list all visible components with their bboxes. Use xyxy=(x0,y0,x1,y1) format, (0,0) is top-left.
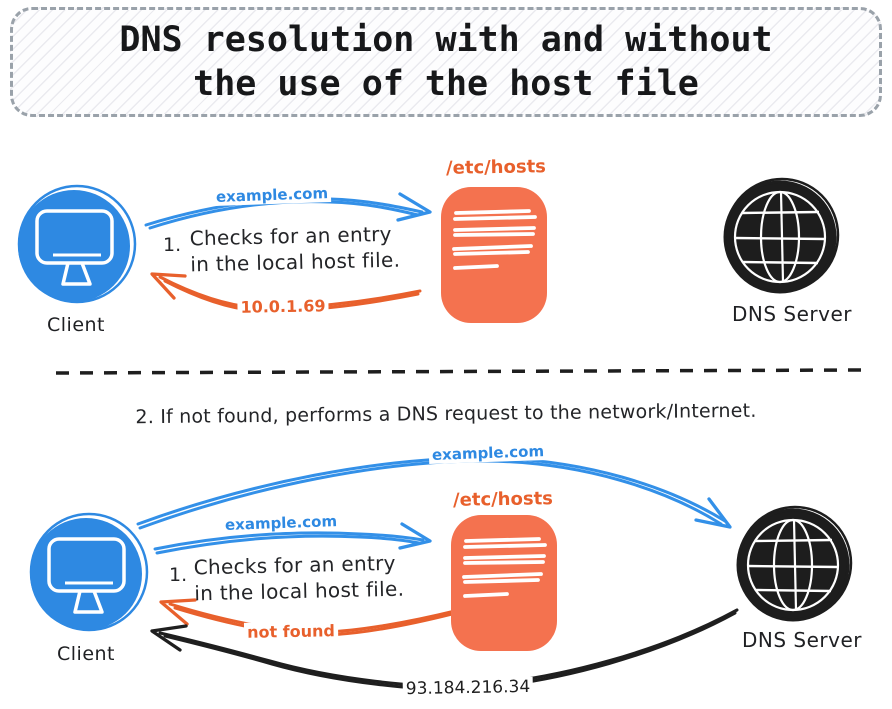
section-divider xyxy=(55,368,863,375)
hosts-file-icon-local xyxy=(439,185,549,325)
not-found-label-network: not found xyxy=(243,621,339,642)
step1-number-local: 1. xyxy=(163,234,182,256)
step1-text-network: Checks for an entry in the local host fi… xyxy=(193,550,404,607)
response-ip-label-network: 93.184.216.34 xyxy=(402,676,534,700)
dns-server-label-network: DNS Server xyxy=(742,628,862,652)
step1-line2-local: in the local host file. xyxy=(190,247,401,277)
hosts-file-label-network: /etc/hosts xyxy=(452,488,554,511)
client-label-local: Client xyxy=(46,314,106,336)
client-computer-icon-network xyxy=(29,512,149,632)
dns-globe-icon-local xyxy=(723,177,840,294)
response-ip-label-local: 10.0.1.69 xyxy=(237,296,329,317)
client-computer-icon-local xyxy=(17,184,137,304)
dns-server-label-local: DNS Server xyxy=(732,302,852,326)
hosts-file-label-local: /etc/hosts xyxy=(445,156,547,179)
hosts-request-arrow-network xyxy=(153,522,432,555)
title-box: DNS resolution with and without the use … xyxy=(10,7,882,117)
title-line-2: the use of the host file xyxy=(193,64,699,104)
step1-line2-network: in the local host file. xyxy=(194,576,405,606)
dns-globe-icon-network xyxy=(736,505,853,622)
hosts-file-icon-network xyxy=(449,513,559,653)
client-label-network: Client xyxy=(56,643,116,665)
title-line-1: DNS resolution with and without xyxy=(119,20,773,60)
step1-number-network: 1. xyxy=(169,564,188,586)
step1-text-local: Checks for an entry in the local host fi… xyxy=(189,221,400,278)
